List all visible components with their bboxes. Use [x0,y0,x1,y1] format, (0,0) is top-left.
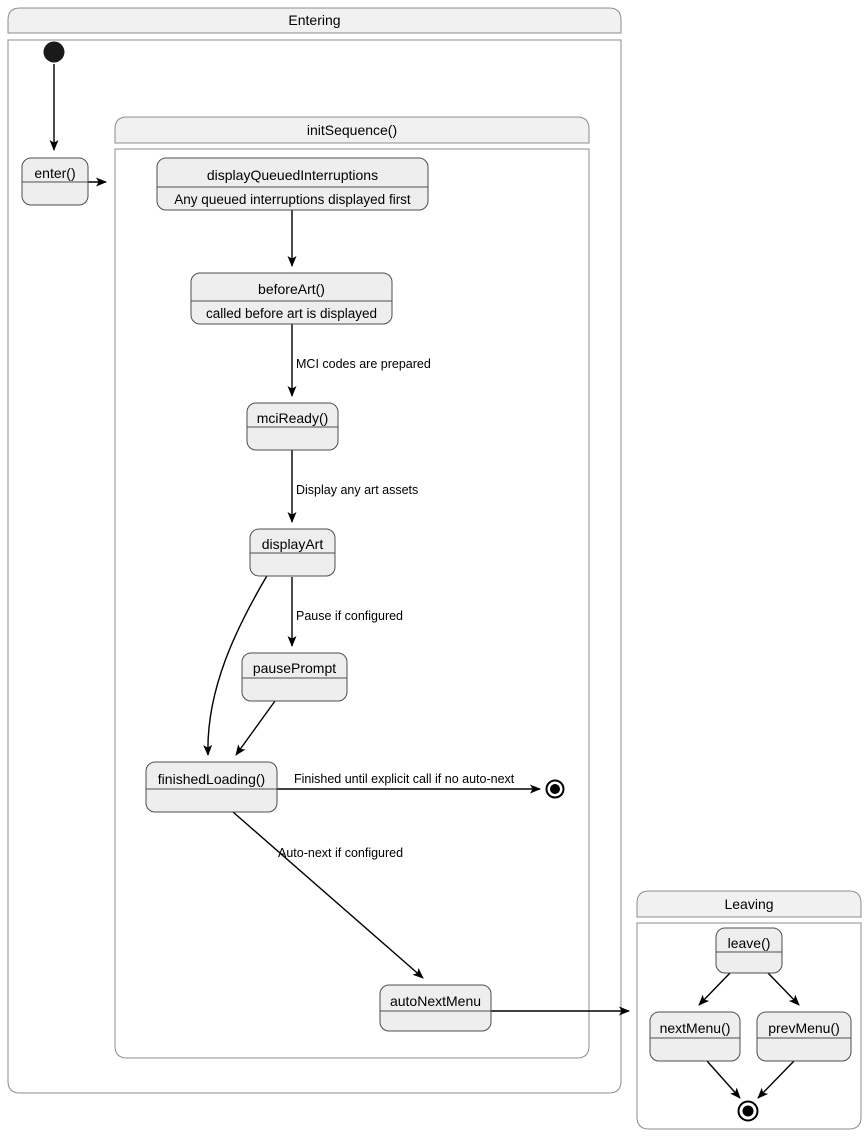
state-nextmenu-box [649,1011,741,1062]
state-pauseprompt-title: pausePrompt [253,660,336,676]
state-nextmenu-title: nextMenu() [660,1020,731,1036]
state-pauseprompt-box [241,652,348,702]
transition-label-display-any-art-assets: Display any art assets [296,483,418,497]
state-prevmenu[interactable]: prevMenu() [756,1011,852,1062]
state-leave-box [715,927,783,974]
transition-label-auto-next-if-configured: Auto-next if configured [278,846,403,860]
pseudostate-initial-entering[interactable] [43,41,65,63]
composite-entering-title: Entering [288,12,340,28]
state-pauseprompt[interactable]: pausePrompt [241,652,348,702]
state-leave-title: leave() [728,935,771,951]
state-mciready[interactable]: mciReady() [246,402,339,451]
composite-initsequence-body [114,148,590,1059]
transition-label-pause-if-configured: Pause if configured [296,609,403,623]
state-beforeart[interactable]: beforeArt() called before art is display… [190,272,393,325]
composite-state-initsequence[interactable]: initSequence() [114,116,590,1059]
state-prevmenu-title: prevMenu() [768,1020,840,1036]
pseudostate-final-entering[interactable] [545,779,565,799]
state-finishedloading-title: finishedLoading() [158,771,265,787]
pseudostate-final-leaving[interactable] [737,1100,759,1122]
state-nextmenu[interactable]: nextMenu() [649,1011,741,1062]
state-autonextmenu-box [379,984,492,1032]
state-enter[interactable]: enter() [21,157,89,206]
state-beforeart-title: beforeArt() [258,281,325,297]
initial-state-icon [43,41,65,63]
composite-leaving-body [636,922,862,1130]
composite-leaving-title: Leaving [724,896,773,912]
state-displayqueuedinterruptions-desc: Any queued interruptions displayed first [174,192,411,207]
state-displayqueuedinterruptions-title: displayQueuedInterruptions [207,167,378,183]
state-leave[interactable]: leave() [715,927,783,974]
state-displayqueuedinterruptions-box [156,157,429,211]
state-finishedloading[interactable]: finishedLoading() [145,761,278,813]
state-beforeart-box [190,272,393,325]
transition-nextmenu-to-final [706,1060,741,1099]
transitions-layer: MCI codes are prepared Display any art a… [49,64,800,1099]
transition-label-mci-codes-are-prepared: MCI codes are prepared [296,357,431,371]
state-displayart-title: displayArt [262,536,324,552]
transition-prevmenu-to-final [757,1060,795,1099]
state-prevmenu-box [756,1011,852,1062]
transition-leave-to-prevmenu [767,972,800,1006]
state-mciready-title: mciReady() [257,410,329,426]
state-autonextmenu[interactable]: autoNextMenu [379,984,492,1032]
transition-finishedloading-to-autonextmenu [232,811,424,979]
state-displayqueuedinterruptions[interactable]: displayQueuedInterruptions Any queued in… [156,157,429,211]
state-displayart[interactable]: displayArt [249,528,336,577]
state-enter-title: enter() [34,165,75,181]
transition-displayart-to-finishedloading [203,573,269,756]
composite-initsequence-title: initSequence() [307,122,397,138]
final-state-inner-icon [742,1105,754,1117]
composite-state-leaving[interactable]: Leaving [636,890,862,1130]
transition-pauseprompt-to-finishedloading [235,700,276,756]
transition-label-finished-until-explicit-call: Finished until explicit call if no auto-… [294,772,515,786]
final-state-inner-icon [550,784,560,794]
state-autonextmenu-title: autoNextMenu [390,993,481,1009]
transition-leave-to-nextmenu [698,972,731,1006]
state-beforeart-desc: called before art is displayed [206,306,377,321]
state-finishedloading-box [145,761,278,813]
